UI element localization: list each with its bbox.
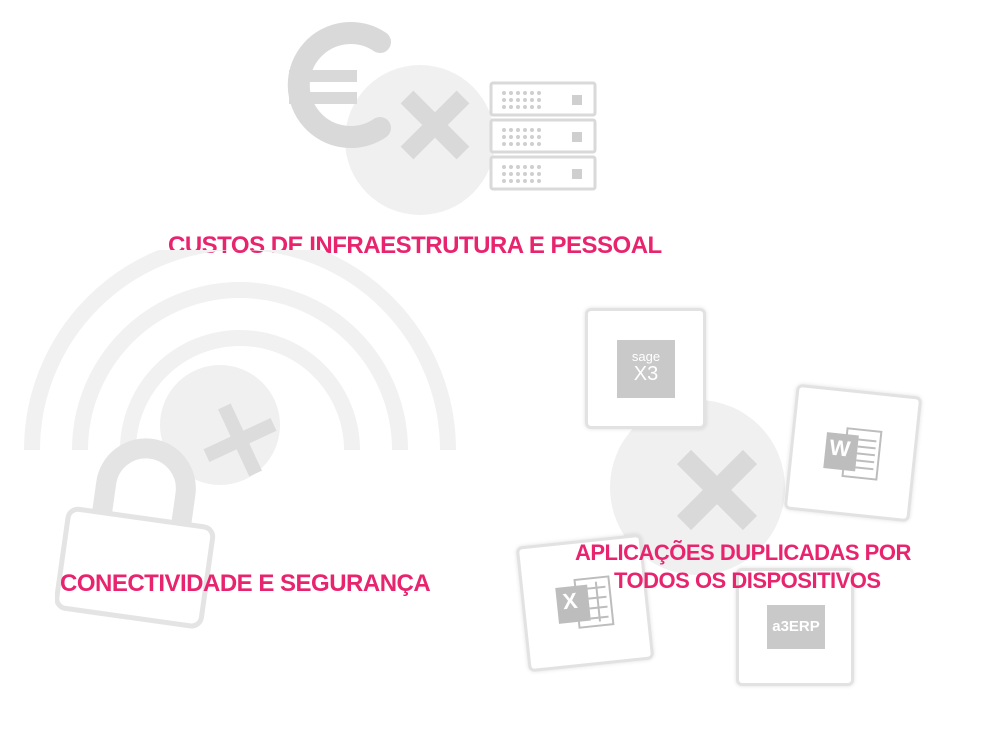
sage-x3-logo: sage X3 bbox=[617, 340, 675, 398]
costs-title: CUSTOS DE INFRAESTRUTURA E PESSOAL bbox=[168, 232, 662, 259]
a3erp-app-icon: a3ERP bbox=[736, 568, 854, 686]
a3erp-label: a3ERP bbox=[772, 618, 820, 635]
euro-icon bbox=[287, 22, 391, 148]
security-title: CONECTIVIDADE E SEGURANÇA bbox=[60, 570, 431, 597]
word-app-icon: W bbox=[783, 383, 923, 523]
apps-title-line1: APLICAÇÕES DUPLICADAS POR bbox=[575, 540, 911, 565]
word-letter: W bbox=[828, 434, 852, 462]
close-icon bbox=[676, 449, 758, 531]
padlock-icon bbox=[55, 438, 216, 629]
wifi-signal-icon bbox=[24, 250, 456, 451]
close-icon bbox=[400, 90, 470, 160]
apps-title-line2: TODOS OS DISPOSITIVOS bbox=[614, 568, 881, 593]
excel-app-icon: X bbox=[515, 533, 655, 673]
a3erp-logo: a3ERP bbox=[767, 605, 825, 649]
sage-x3-app-icon: sage X3 bbox=[585, 308, 706, 429]
excel-letter: X bbox=[561, 587, 579, 615]
close-icon bbox=[203, 403, 277, 477]
server-rack-icon bbox=[489, 81, 597, 191]
x3-label: X3 bbox=[633, 363, 659, 385]
sage-label: sage bbox=[631, 349, 661, 364]
